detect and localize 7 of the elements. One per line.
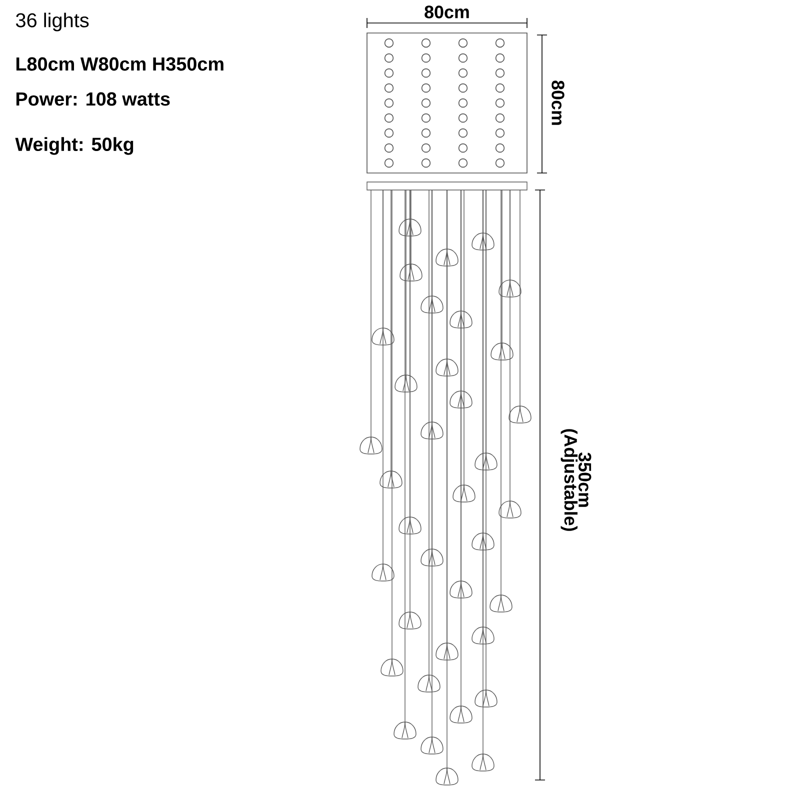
spec-text: 36 lights — [16, 12, 89, 32]
dimension-label: 80cm — [424, 6, 469, 18]
spec-text: Weight: 50kg — [15, 137, 134, 155]
spec-text: L80cm W80cm H350cm — [16, 57, 224, 71]
dimension-label: 350cm (Adjustable) — [560, 429, 592, 531]
dimension-label: 80cm — [552, 80, 564, 125]
spec-text: Power: 108 watts — [16, 92, 170, 106]
